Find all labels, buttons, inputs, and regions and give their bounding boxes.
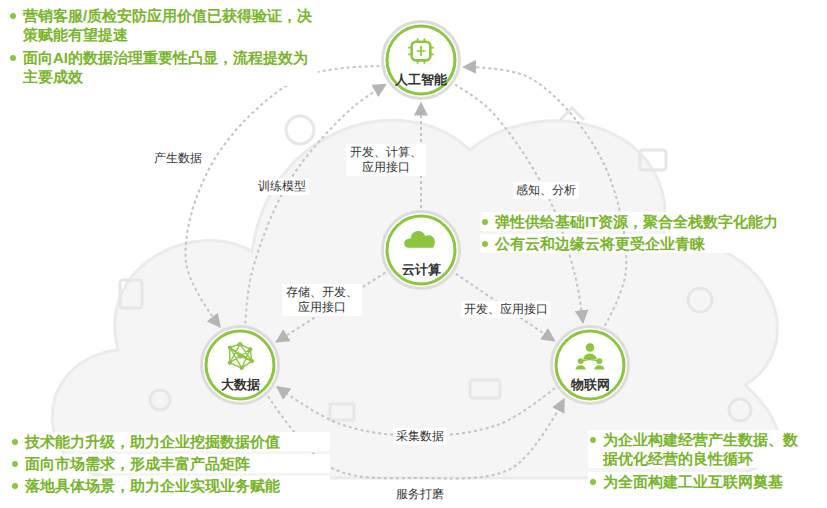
edge-label: 服务打磨 — [393, 486, 447, 503]
bullet-dot — [10, 13, 16, 19]
bullet-text: 公有云和边缘云将更受企业青睐 — [480, 234, 816, 253]
bullet-dot — [12, 461, 18, 467]
bullet-dot — [12, 483, 18, 489]
node-title: 云计算 — [381, 261, 461, 279]
node-icon — [228, 342, 254, 370]
bullet-dot — [482, 219, 488, 225]
bullet-dot — [590, 479, 596, 485]
bullet-dot — [10, 55, 16, 61]
dashed-connector — [463, 67, 626, 326]
circle-outline — [381, 20, 461, 100]
edge-label: 采集数据 — [393, 428, 447, 445]
cloud-watermark — [52, 120, 778, 478]
bullet-text: 弹性供给基础IT资源，聚合全栈数字化能力 — [480, 212, 816, 231]
edge-label: 开发、应用接口 — [461, 301, 551, 318]
edge-label: 开发、计算、应用接口 — [346, 144, 426, 176]
tech-circle: 人工智能 — [381, 20, 461, 100]
edge-label: 训练模型 — [255, 178, 309, 195]
bullet-dot — [12, 439, 18, 445]
node-title: 人工智能 — [381, 71, 461, 89]
dashed-connector — [456, 274, 555, 341]
node-icon — [408, 38, 434, 64]
bullet-text: 面向AI的数据治理重要性凸显，流程提效为主要成效 — [8, 48, 318, 86]
circle-outline — [200, 325, 280, 405]
dashed-connector — [276, 273, 385, 342]
dashed-connector — [455, 85, 583, 323]
circle-outline — [381, 210, 461, 290]
circle-outline — [550, 325, 630, 405]
bullet-text: 面向市场需求，形成丰富产品矩阵 — [10, 454, 330, 473]
bullet-dot — [590, 437, 596, 443]
bullet-text: 营销客服/质检安防应用价值已获得验证，决策赋能有望提速 — [8, 6, 318, 44]
edge-label: 感知、分析 — [513, 182, 579, 199]
bullet-text: 落地具体场景，助力企业实现业务赋能 — [10, 476, 330, 495]
edge-label: 产生数据 — [151, 150, 205, 167]
node-icon — [576, 343, 605, 369]
edge-label: 存储、开发、应用接口 — [282, 284, 362, 316]
tech-circle: 物联网 — [550, 325, 630, 405]
bullet-dot — [482, 241, 488, 247]
bullet-text: 为全面构建工业互联网奠基 — [588, 472, 812, 491]
tech-circle: 大数据 — [200, 325, 280, 405]
node-title: 物联网 — [550, 376, 630, 394]
bullet-text: 为企业构建经营产生数据、数据优化经营的良性循环 — [588, 430, 812, 468]
node-icon — [404, 231, 435, 248]
dashed-connector — [245, 85, 385, 324]
bullet-text: 技术能力升级，助力企业挖掘数据价值 — [10, 432, 330, 451]
tech-circle: 云计算 — [381, 210, 461, 290]
node-title: 大数据 — [200, 376, 280, 394]
dashed-connector — [186, 66, 380, 327]
